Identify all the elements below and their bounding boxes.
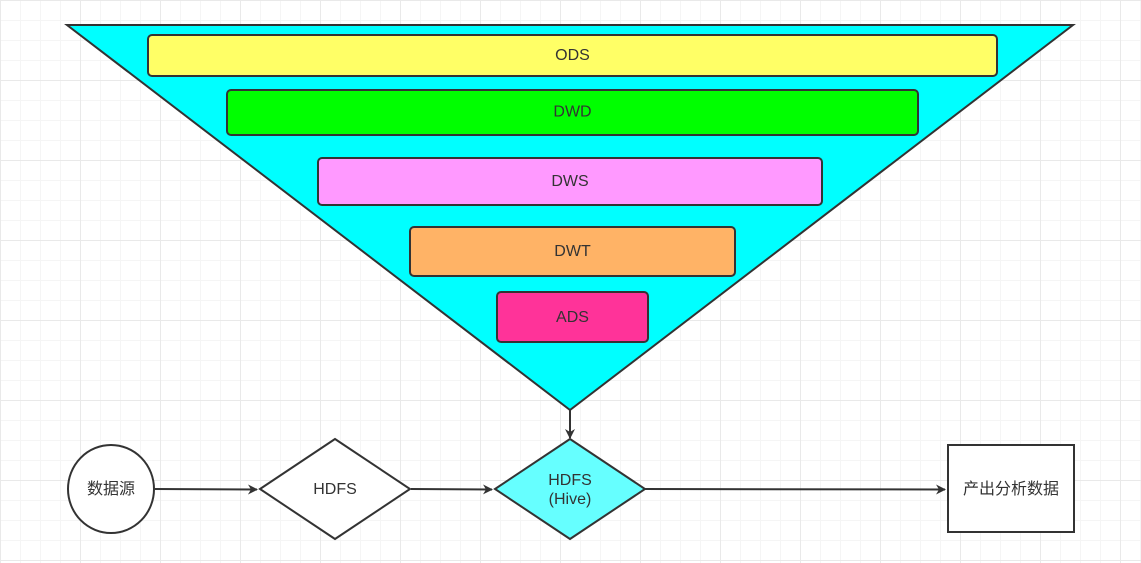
layer-ads-label: ADS — [556, 309, 589, 326]
layer-ods-label: ODS — [555, 47, 590, 64]
layer-dws-label: DWS — [551, 173, 588, 190]
layer-dwd[interactable]: DWD — [226, 89, 919, 136]
node-hive-label-line2: (Hive) — [549, 491, 592, 508]
node-hdfs-label: HDFS — [313, 481, 357, 498]
node-output-label: 产出分析数据 — [963, 480, 1059, 498]
layer-ads[interactable]: ADS — [496, 291, 649, 343]
layer-ods[interactable]: ODS — [147, 34, 998, 77]
node-data-source-label: 数据源 — [87, 480, 135, 498]
layer-dwt-label: DWT — [554, 243, 591, 260]
node-hive-label-line1: HDFS — [548, 472, 592, 489]
arrow-source-to-hdfs — [154, 484, 258, 495]
arrow-hdfs-to-hive — [410, 484, 493, 495]
layer-dwd-label: DWD — [553, 104, 591, 121]
node-output[interactable]: 产出分析数据 — [947, 444, 1075, 533]
node-hive[interactable]: HDFS (Hive) — [493, 437, 647, 541]
arrow-hive-to-output — [644, 484, 946, 495]
node-hdfs[interactable]: HDFS — [258, 437, 412, 541]
node-data-source[interactable]: 数据源 — [67, 444, 155, 534]
layer-dws[interactable]: DWS — [317, 157, 823, 206]
warehouse-funnel — [64, 24, 1076, 412]
layer-dwt[interactable]: DWT — [409, 226, 736, 277]
